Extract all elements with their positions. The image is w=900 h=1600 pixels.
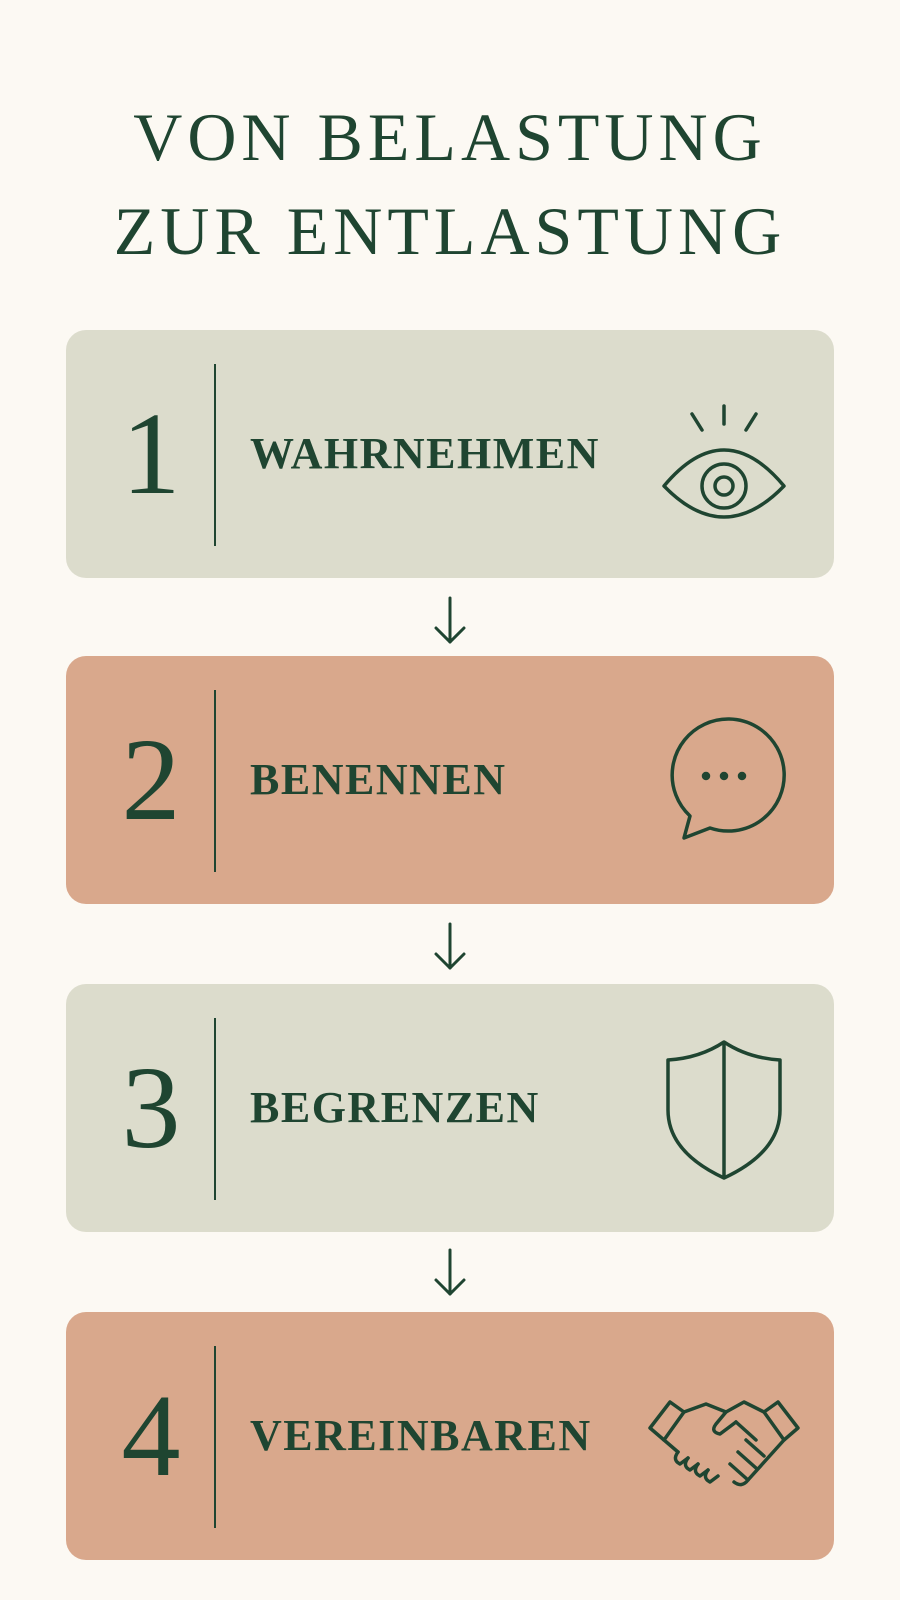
step-card-2: 2 BENENNEN [66, 656, 834, 904]
step-number: 1 [121, 388, 181, 519]
step-label: BENENNEN [250, 755, 507, 804]
arrow-down-icon [430, 920, 470, 974]
step-number: 3 [121, 1042, 181, 1173]
step-number: 2 [121, 714, 181, 845]
page-title: VON BELASTUNG ZUR ENTLASTUNG [0, 90, 900, 278]
step-card-1: 1 WAHRNEHMEN [66, 330, 834, 578]
step-card-3: 3 BEGRENZEN [66, 984, 834, 1232]
handshake-icon [644, 1356, 804, 1516]
step-number: 4 [121, 1370, 181, 1501]
arrow-down-icon [430, 1246, 470, 1300]
step-label: BEGRENZEN [250, 1083, 540, 1132]
step-card-4: 4 VEREINBAREN [66, 1312, 834, 1560]
step-divider [214, 1346, 216, 1528]
eye-icon [644, 374, 804, 534]
speech-bubble-icon [644, 700, 804, 860]
step-label: WAHRNEHMEN [250, 429, 600, 478]
step-label: VEREINBAREN [250, 1411, 592, 1460]
step-divider [214, 690, 216, 872]
step-divider [214, 1018, 216, 1200]
shield-icon [644, 1028, 804, 1188]
step-divider [214, 364, 216, 546]
arrow-down-icon [430, 594, 470, 648]
title-line-1: VON BELASTUNG [133, 99, 767, 175]
title-line-2: ZUR ENTLASTUNG [113, 193, 787, 269]
